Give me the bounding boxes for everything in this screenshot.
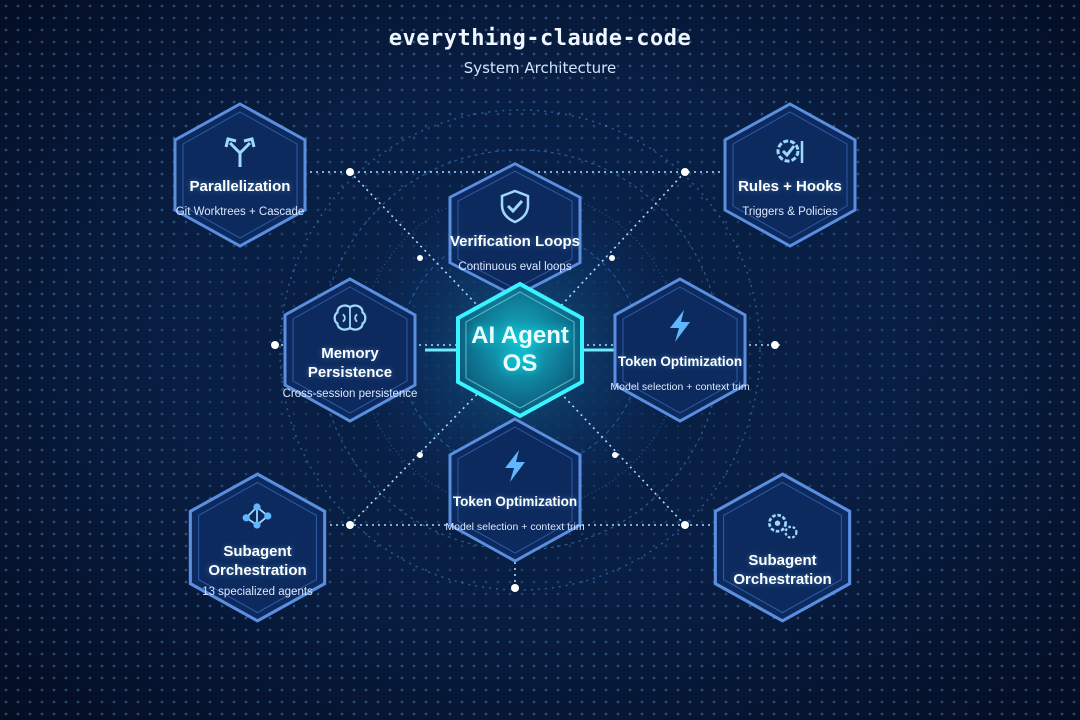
- node-description: 13 specialized agents: [202, 585, 313, 598]
- lightning-icon: [505, 449, 525, 482]
- node-description: Git Worktrees + Cascade: [175, 205, 305, 218]
- node-memory-persistence: Memory Persistence Cross-session persist…: [275, 275, 425, 425]
- shield-check-icon: [500, 189, 530, 223]
- node-label: Verification Loops: [449, 232, 581, 250]
- node-subagent-orchestration-right: Subagent Orchestration: [705, 470, 860, 625]
- node-token-optimization-right: Token Optimization Model selection + con…: [605, 275, 755, 425]
- node-label-line1: Subagent: [748, 551, 817, 569]
- node-rules-hooks: Rules + Hooks Triggers & Policies: [715, 100, 865, 250]
- gears-icon: [768, 513, 799, 539]
- hex-frame: [283, 277, 417, 423]
- network-icon: [243, 502, 272, 529]
- center-label-line1: AI Agent: [471, 322, 569, 349]
- hex-frame: [188, 472, 327, 623]
- node-label: Parallelization: [189, 177, 291, 195]
- node-label: Rules + Hooks: [738, 177, 842, 195]
- node-token-optimization-bottom: Token Optimization Model selection + con…: [440, 415, 590, 565]
- header: everything-claude-code System Architectu…: [0, 26, 1080, 77]
- node-verification-loops: Verification Loops Continuous eval loops: [440, 160, 590, 300]
- center-label-line2: OS: [502, 350, 538, 377]
- hex-frame: [713, 472, 852, 623]
- brain-icon: [333, 304, 367, 331]
- connector-nodes: [271, 168, 779, 592]
- node-ai-agent-os: AI Agent OS: [450, 280, 590, 420]
- node-description: Triggers & Policies: [742, 205, 838, 218]
- node-label-line2: Orchestration: [733, 570, 832, 588]
- node-label-line2: Orchestration: [208, 561, 307, 579]
- node-description: Model selection + context trim: [610, 380, 750, 393]
- node-label-line1: Subagent: [223, 542, 292, 560]
- hex-frame: [173, 102, 307, 248]
- node-label: Token Optimization: [617, 353, 743, 369]
- node-parallelization: Parallelization Git Worktrees + Cascade: [165, 100, 315, 250]
- node-description: Cross-session persistence: [282, 388, 418, 400]
- node-label: Token Optimization: [452, 493, 578, 509]
- hex-frame: [448, 417, 582, 563]
- node-subagent-orchestration-left: Subagent Orchestration 13 specialized ag…: [180, 470, 335, 625]
- hex-frame: [723, 102, 857, 248]
- lightning-icon: [670, 309, 690, 342]
- hex-frame: [613, 277, 747, 423]
- center-hex-frame: [456, 281, 584, 419]
- node-description: Continuous eval loops: [458, 260, 572, 273]
- gear-check-icon: [776, 139, 804, 163]
- node-description: Model selection + context trim: [445, 520, 585, 533]
- split-arrows-icon: [224, 136, 256, 167]
- diagram-subtitle: System Architecture: [463, 59, 617, 77]
- node-label-line2: Persistence: [307, 364, 393, 381]
- diagram-title: everything-claude-code: [388, 26, 692, 51]
- node-label-line1: Memory: [321, 345, 379, 362]
